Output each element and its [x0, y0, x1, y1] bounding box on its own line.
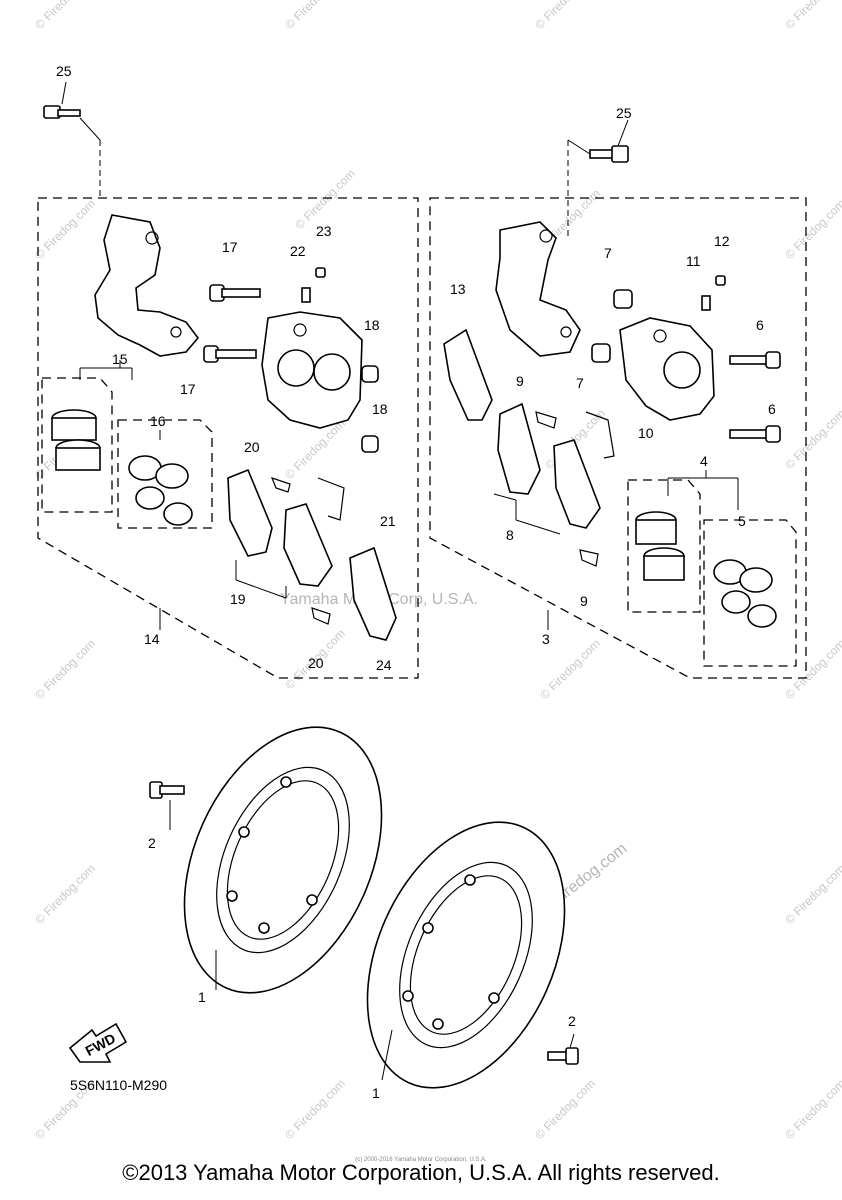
callout-22: 22 — [290, 243, 306, 259]
right-seals — [713, 559, 777, 628]
callout-4: 4 — [700, 453, 708, 469]
watermark-firedog: © Firedog.com — [532, 0, 598, 32]
right-seal-kit-outline — [703, 519, 797, 667]
callout-6: 6 — [756, 317, 764, 333]
watermark-firedog: © Firedog.com — [782, 0, 842, 32]
left-bleed-screw — [301, 267, 326, 303]
assembly-outlines — [37, 197, 807, 679]
left-brake-pads — [227, 468, 397, 641]
callout-7: 7 — [604, 245, 612, 261]
watermark-firedog: © Firedog.com — [782, 1076, 842, 1142]
watermark-firedog: © Firedog.com — [782, 196, 842, 262]
left-seals — [128, 455, 193, 526]
callout-10: 10 — [638, 425, 654, 441]
fwd-arrow-icon: FWD — [68, 1022, 128, 1063]
watermark-firedog: © Firedog.com — [32, 196, 98, 262]
right-pistons — [635, 511, 685, 581]
watermark-firedog: © Firedog.com — [32, 861, 98, 927]
right-caliper-bracket — [495, 221, 581, 357]
left-slide-pins — [203, 284, 261, 363]
callout-20: 20 — [244, 439, 260, 455]
left-caliper-bracket — [94, 214, 200, 357]
callout-6: 6 — [768, 401, 776, 417]
right-bleed-screw — [701, 275, 726, 311]
callout-19: 19 — [230, 591, 246, 607]
callout-16: 16 — [150, 413, 166, 429]
callout-20: 20 — [308, 655, 324, 671]
left-bolts-18 — [361, 365, 379, 453]
callout-25: 25 — [616, 105, 632, 121]
right-caliper-assembly-outline — [429, 197, 807, 679]
callout-1: 1 — [372, 1085, 380, 1101]
callout-2: 2 — [568, 1013, 576, 1029]
right-bracket-bolt — [567, 139, 629, 240]
callout-18: 18 — [364, 317, 380, 333]
watermark-firedog: © Firedog.com — [282, 1076, 348, 1142]
callout-5: 5 — [738, 513, 746, 529]
left-piston-set-outline — [41, 377, 113, 513]
watermark-firedog: © Firedog.com — [532, 1076, 598, 1142]
callout-21: 21 — [380, 513, 396, 529]
disc-bolts — [149, 781, 579, 1065]
left-brake-disc — [183, 726, 383, 994]
watermark-firedog: © Firedog.com — [782, 636, 842, 702]
right-slide-pins — [729, 351, 781, 443]
callout-8: 8 — [506, 527, 514, 543]
right-boots — [591, 289, 633, 363]
callout-15: 15 — [112, 351, 128, 367]
left-bracket-bolt — [43, 105, 101, 200]
watermark-firedog: © Firedog.com — [782, 861, 842, 927]
left-caliper-assembly-outline — [37, 197, 419, 679]
copyright-footer: ©2013 Yamaha Motor Corporation, U.S.A. A… — [122, 1160, 720, 1185]
callout-9: 9 — [580, 593, 588, 609]
right-brake-pads — [443, 328, 615, 567]
callout-3: 3 — [542, 631, 550, 647]
left-caliper-body — [261, 311, 363, 429]
watermark-firedog: © Firedog.com — [282, 0, 348, 32]
callout-2: 2 — [148, 835, 156, 851]
diagram-code: 5S6N110-M290 — [70, 1077, 167, 1093]
footer-fine-print: (c) 2000-2016 Yamaha Motor Corporation, … — [355, 1157, 487, 1163]
callout-13: 13 — [450, 281, 466, 297]
callout-17: 17 — [180, 381, 196, 397]
callout-9: 9 — [516, 373, 524, 389]
callout-1: 1 — [198, 989, 206, 1005]
callout-23: 23 — [316, 223, 332, 239]
callout-18: 18 — [372, 401, 388, 417]
callout-12: 12 — [714, 233, 730, 249]
callout-24: 24 — [376, 657, 392, 673]
watermark-firedog: © Firedog.com — [32, 636, 98, 702]
left-seal-kit-outline — [117, 419, 213, 529]
right-piston-set-outline — [627, 479, 701, 613]
right-brake-disc — [366, 821, 566, 1089]
watermark-firedog: © Firedog.com — [782, 406, 842, 472]
callout-11: 11 — [686, 253, 701, 269]
callout-labels: 1 1 2 2 3 4 5 6 6 7 7 8 9 9 10 11 12 13 … — [56, 63, 776, 1101]
callout-25: 25 — [56, 63, 72, 79]
callout-7: 7 — [576, 375, 584, 391]
right-caliper-body — [619, 317, 715, 421]
left-pistons — [51, 409, 101, 471]
callout-14: 14 — [144, 631, 160, 647]
callout-17: 17 — [222, 239, 238, 255]
leader-lines — [61, 81, 739, 1081]
watermark-firedog: © Firedog.com — [32, 0, 98, 32]
